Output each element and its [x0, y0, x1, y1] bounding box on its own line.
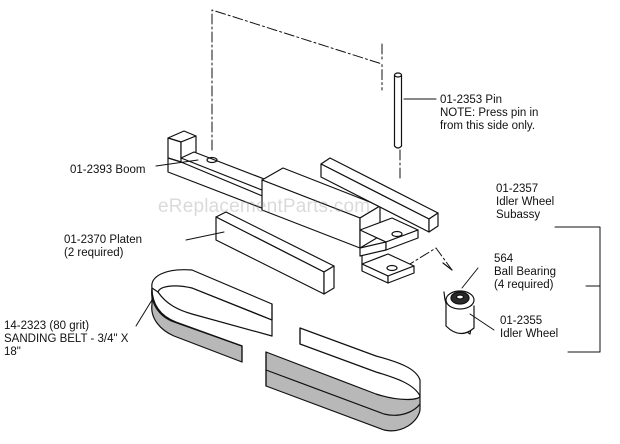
label-ball-bearing: 564 Ball Bearing (4 required): [494, 253, 556, 292]
leader-lines: [136, 99, 600, 352]
label-pin: 01-2353 Pin NOTE: Press pin in from this…: [440, 94, 538, 133]
label-idler-subassy: 01-2357 Idler Wheel Subassy: [496, 183, 554, 222]
label-bearing-line-3: (4 required): [494, 279, 554, 291]
label-sanding-belt: 14-2323 (80 grit) SANDING BELT - 3/4" X …: [4, 320, 128, 359]
label-idler-line-2: Idler Wheel: [500, 328, 559, 340]
label-belt-line-3: 18": [4, 346, 21, 358]
label-subassy-line-3: Subassy: [496, 209, 541, 221]
label-platen-line-2: (2 required): [64, 247, 124, 259]
label-boom: 01-2393 Boom: [70, 164, 145, 177]
label-pin-line-1: 01-2353 Pin: [440, 94, 503, 106]
label-idler-line-1: 01-2355: [500, 315, 543, 327]
watermark-text: eReplacementParts.com: [158, 196, 371, 217]
label-subassy-line-2: Idler Wheel: [496, 196, 555, 208]
label-bearing-line-2: Ball Bearing: [494, 266, 557, 278]
label-pin-line-2: NOTE: Press pin in: [440, 107, 539, 119]
label-boom-line-1: 01-2393 Boom: [70, 164, 146, 176]
label-belt-line-2: SANDING BELT - 3/4" X: [4, 333, 129, 345]
pin-part: [395, 73, 402, 148]
label-subassy-line-1: 01-2357: [496, 183, 539, 195]
label-pin-line-3: from this side only.: [440, 120, 536, 132]
label-platen: 01-2370 Platen (2 required): [64, 234, 142, 260]
sanding-belt-left-part: [152, 270, 272, 362]
label-bearing-line-1: 564: [494, 253, 514, 265]
assembly-centerlines: [212, 10, 452, 270]
platen-upper-part: [321, 158, 438, 232]
label-idler-wheel: 01-2355 Idler Wheel: [500, 315, 558, 341]
boom-part: [168, 131, 418, 283]
platen-lower-part: [216, 212, 334, 294]
label-platen-line-1: 01-2370 Platen: [64, 234, 143, 246]
sanding-belt-right-part: [266, 328, 420, 431]
idler-wheel-part: [443, 263, 474, 334]
label-belt-line-1: 14-2323 (80 grit): [4, 320, 90, 332]
